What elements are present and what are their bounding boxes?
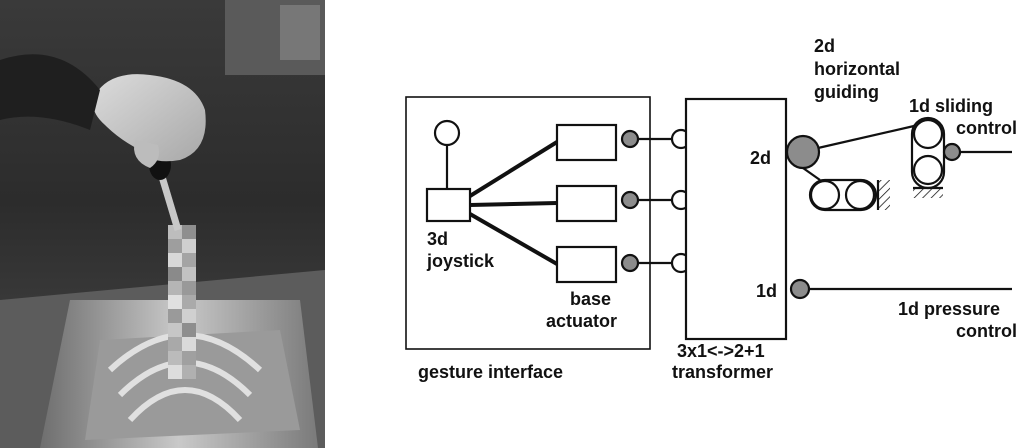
sliding-output-port: [942, 142, 962, 162]
guiding-ground-hatch: [878, 180, 890, 210]
guiding-roller-right: [844, 179, 876, 211]
label-horizontal-line3: guiding: [814, 82, 879, 102]
sliding-link: [817, 124, 915, 150]
label-sliding-line1: 1d sliding: [909, 96, 993, 116]
photo-pixelated-column: [168, 225, 196, 379]
label-actuator-line1: base: [570, 289, 611, 309]
link-joystick-actuator-3: [469, 212, 558, 266]
label-sliding-line2: control: [956, 118, 1017, 138]
label-pressure-line1: 1d pressure: [898, 299, 1000, 319]
link-joystick-actuator-1: [468, 140, 559, 198]
guiding-stem: [802, 167, 821, 181]
output-2d-port: [785, 134, 821, 170]
label-joystick-line2: joystick: [426, 251, 495, 271]
photo-sleeve: [0, 54, 100, 130]
label-pressure-line2: control: [956, 321, 1017, 341]
label-actuator-line2: actuator: [546, 311, 617, 331]
joystick-knob-symbol: [433, 119, 461, 147]
label-transformer-line1: 3x1<->2+1: [677, 341, 765, 361]
actuator-port-1: [620, 129, 640, 149]
sliding-roller-top: [912, 118, 944, 150]
guiding-roller-left: [809, 179, 841, 211]
link-joystick-actuator-2: [469, 201, 558, 207]
label-transformer-line2: transformer: [672, 362, 773, 382]
label-output-2d: 2d: [750, 148, 771, 168]
photo-thumb: [134, 140, 159, 168]
output-1d-port: [789, 278, 811, 300]
label-horizontal-line1: 2d: [814, 36, 835, 56]
joystick-box: [425, 187, 472, 223]
actuator-port-2: [620, 190, 640, 210]
label-gesture-interface: gesture interface: [418, 362, 563, 382]
sliding-ground-hatch: [913, 188, 943, 198]
gesture-interface-frame: [405, 96, 651, 350]
transformer-box: [684, 97, 788, 341]
label-output-1d: 1d: [756, 281, 777, 301]
photo-joystick-rod: [156, 168, 182, 232]
label-horizontal-line2: horizontal: [814, 59, 900, 79]
photo-panel-detail: [280, 5, 320, 60]
actuator-port-3: [620, 253, 640, 273]
base-actuator-2: [555, 184, 618, 223]
label-joystick-line1: 3d: [427, 229, 448, 249]
photo-hand: [92, 74, 206, 162]
sliding-roller-bottom: [912, 154, 944, 186]
base-actuator-1: [555, 123, 618, 162]
base-actuator-3: [555, 245, 618, 284]
